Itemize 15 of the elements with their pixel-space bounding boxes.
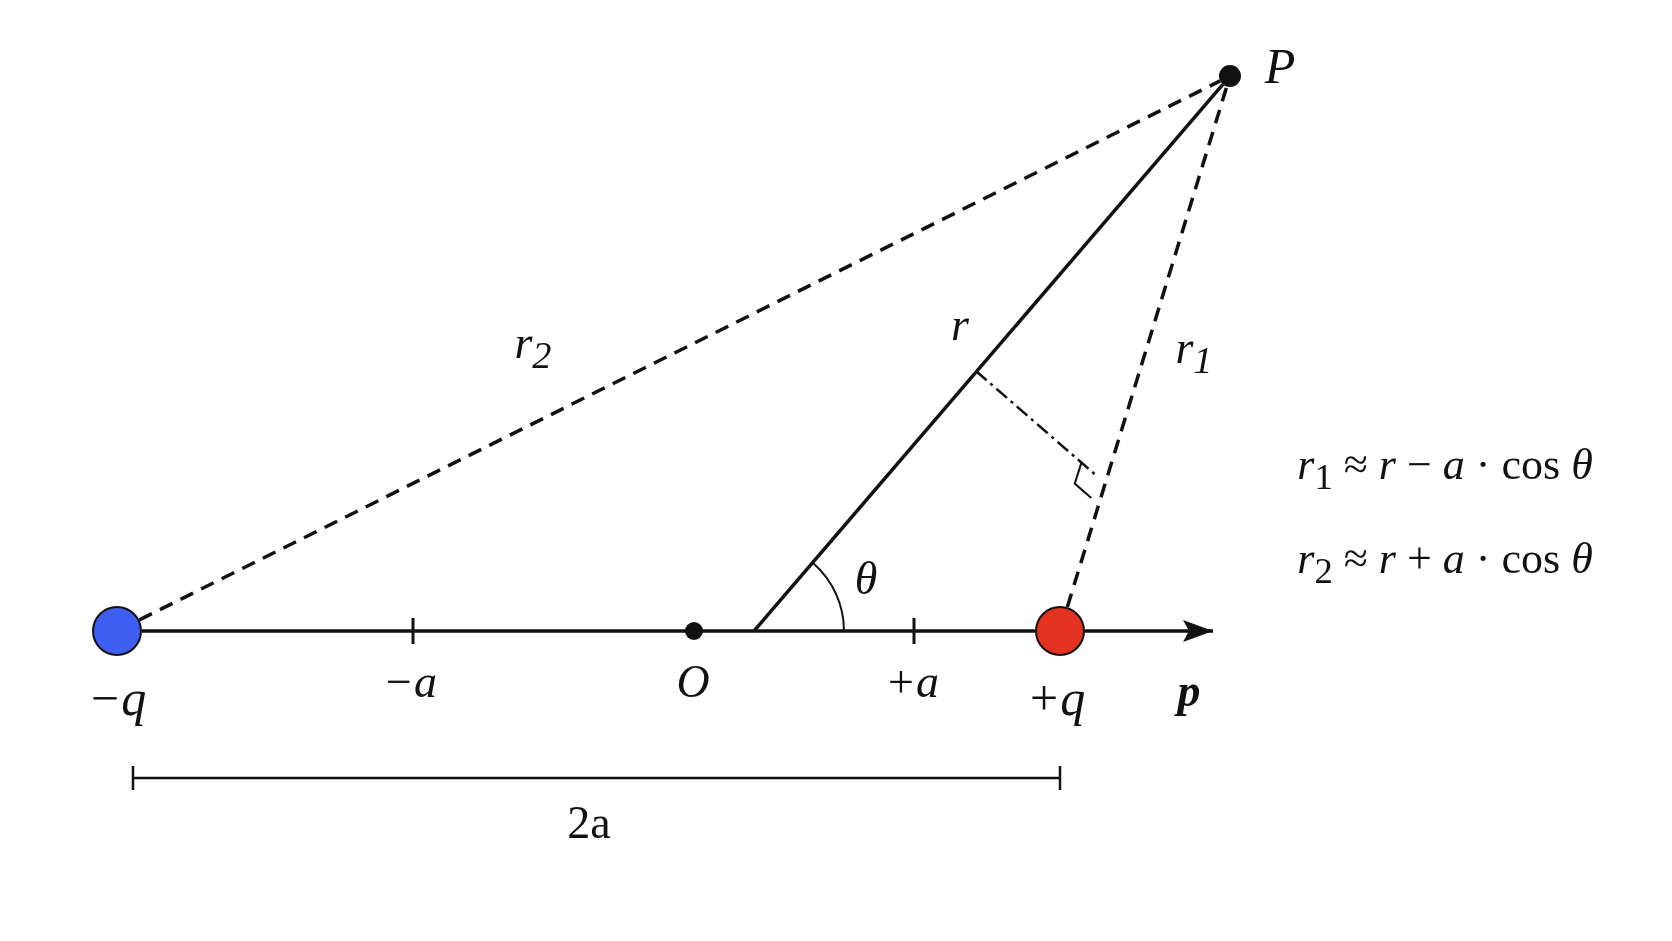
axis-label: −a <box>383 659 437 705</box>
dashed-line <box>1065 86 1229 608</box>
dimension-label: 2a <box>567 800 611 846</box>
formula: r$_{2}$ ≈ r + a · cos θ <box>1297 536 1593 590</box>
line <box>142 629 1035 633</box>
origin-label: O <box>676 659 710 705</box>
axis-label: +a <box>885 659 939 705</box>
formula: r$_{1}$ ≈ r − a · cos θ <box>1297 442 1593 496</box>
point-dot <box>1219 65 1241 87</box>
angle-label: θ <box>854 556 878 602</box>
axis-arrow <box>1085 620 1213 642</box>
charge-label: P <box>1264 41 1296 91</box>
dashed-line <box>138 79 1221 622</box>
negative-charge <box>92 606 142 656</box>
positive-charge <box>1035 606 1085 656</box>
